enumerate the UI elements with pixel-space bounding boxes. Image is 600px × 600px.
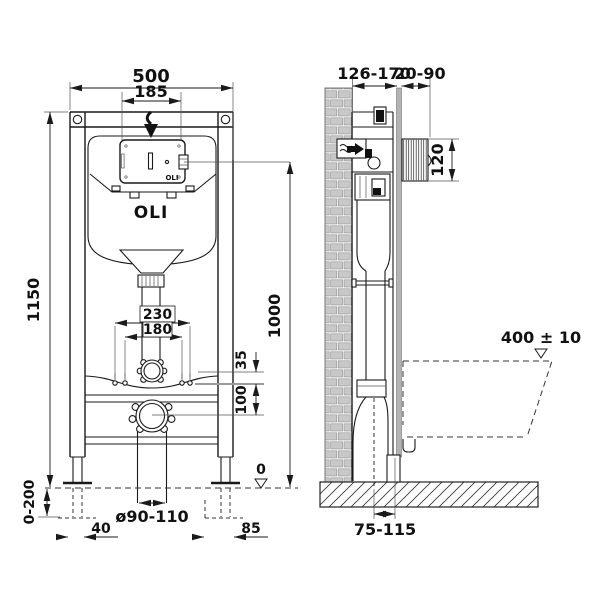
dim-label-bolt-offset: 35 xyxy=(234,350,250,369)
flush-arrow-down-head-icon xyxy=(144,124,158,138)
flush-pipe-side xyxy=(365,271,386,380)
frame-profile xyxy=(336,106,401,487)
dim-label-outlet-offset: 75-115 xyxy=(354,520,416,539)
fill-valve xyxy=(367,156,381,170)
dim-label-bowl-height: 400 ± 10 xyxy=(501,328,581,347)
outlet-stub xyxy=(386,454,401,483)
cover-bracket: OLI xyxy=(89,173,217,223)
finished-wall-line xyxy=(396,87,402,458)
dimensions-side: 126-170 20-90 120 400 ± 10 75-115 xyxy=(337,64,581,539)
flush-arrow-down-icon xyxy=(145,110,152,126)
flush-funnel xyxy=(118,249,185,274)
dim-label-floor-zero: 0 xyxy=(256,462,266,478)
adjustable-legs xyxy=(72,457,231,483)
level-marker-icon xyxy=(254,478,268,489)
dim-label-access-width: 185 xyxy=(134,82,167,101)
lower-hardware xyxy=(84,359,219,503)
dim-label-leg-range: 0-200 xyxy=(22,479,38,524)
dim-label-drain-diameter: ø90-110 xyxy=(115,507,188,526)
dim-label-wall-finish: 20-90 xyxy=(394,64,445,83)
drain-outlet xyxy=(128,399,176,433)
front-view: OLI OLI xyxy=(22,66,298,541)
flush-plate xyxy=(401,138,432,182)
access-panel: OLI xyxy=(119,110,189,184)
dim-label-spacing-inner: 180 xyxy=(143,322,172,338)
frame-structure xyxy=(58,111,243,519)
inlet-elbow xyxy=(136,359,168,383)
dim-label-total-height: 1150 xyxy=(24,278,43,323)
dim-label-frame-depth: 126-170 xyxy=(337,64,410,83)
pipe-connector xyxy=(137,274,165,288)
dimensions-front: 500 185 1150 0-200 230 180 35 100 xyxy=(22,66,298,541)
dim-label-panel-height: 1000 xyxy=(265,294,284,339)
logo-plate: OLI xyxy=(165,174,178,182)
logo-main: OLI xyxy=(134,203,169,223)
dim-label-total-width: 500 xyxy=(132,66,170,87)
mounting-hole xyxy=(220,114,231,125)
drain-bend xyxy=(356,379,387,398)
dim-label-right-foot: 85 xyxy=(241,521,260,537)
dim-label-plate-height: 120 xyxy=(428,143,447,176)
side-view: 126-170 20-90 120 400 ± 10 75-115 xyxy=(319,64,581,539)
level-marker-icon xyxy=(534,348,548,359)
toilet-bowl-outline xyxy=(402,360,553,453)
drain-pipe xyxy=(136,431,168,503)
dim-label-spacing-outer: 230 xyxy=(143,307,172,323)
mounting-hole xyxy=(72,114,83,125)
dim-label-drain-height: 100 xyxy=(234,385,250,414)
floor-slab xyxy=(319,481,539,508)
dim-label-left-foot: 40 xyxy=(91,521,111,537)
flush-arrow-side-icon xyxy=(347,143,364,155)
actuator-slot xyxy=(147,152,154,170)
